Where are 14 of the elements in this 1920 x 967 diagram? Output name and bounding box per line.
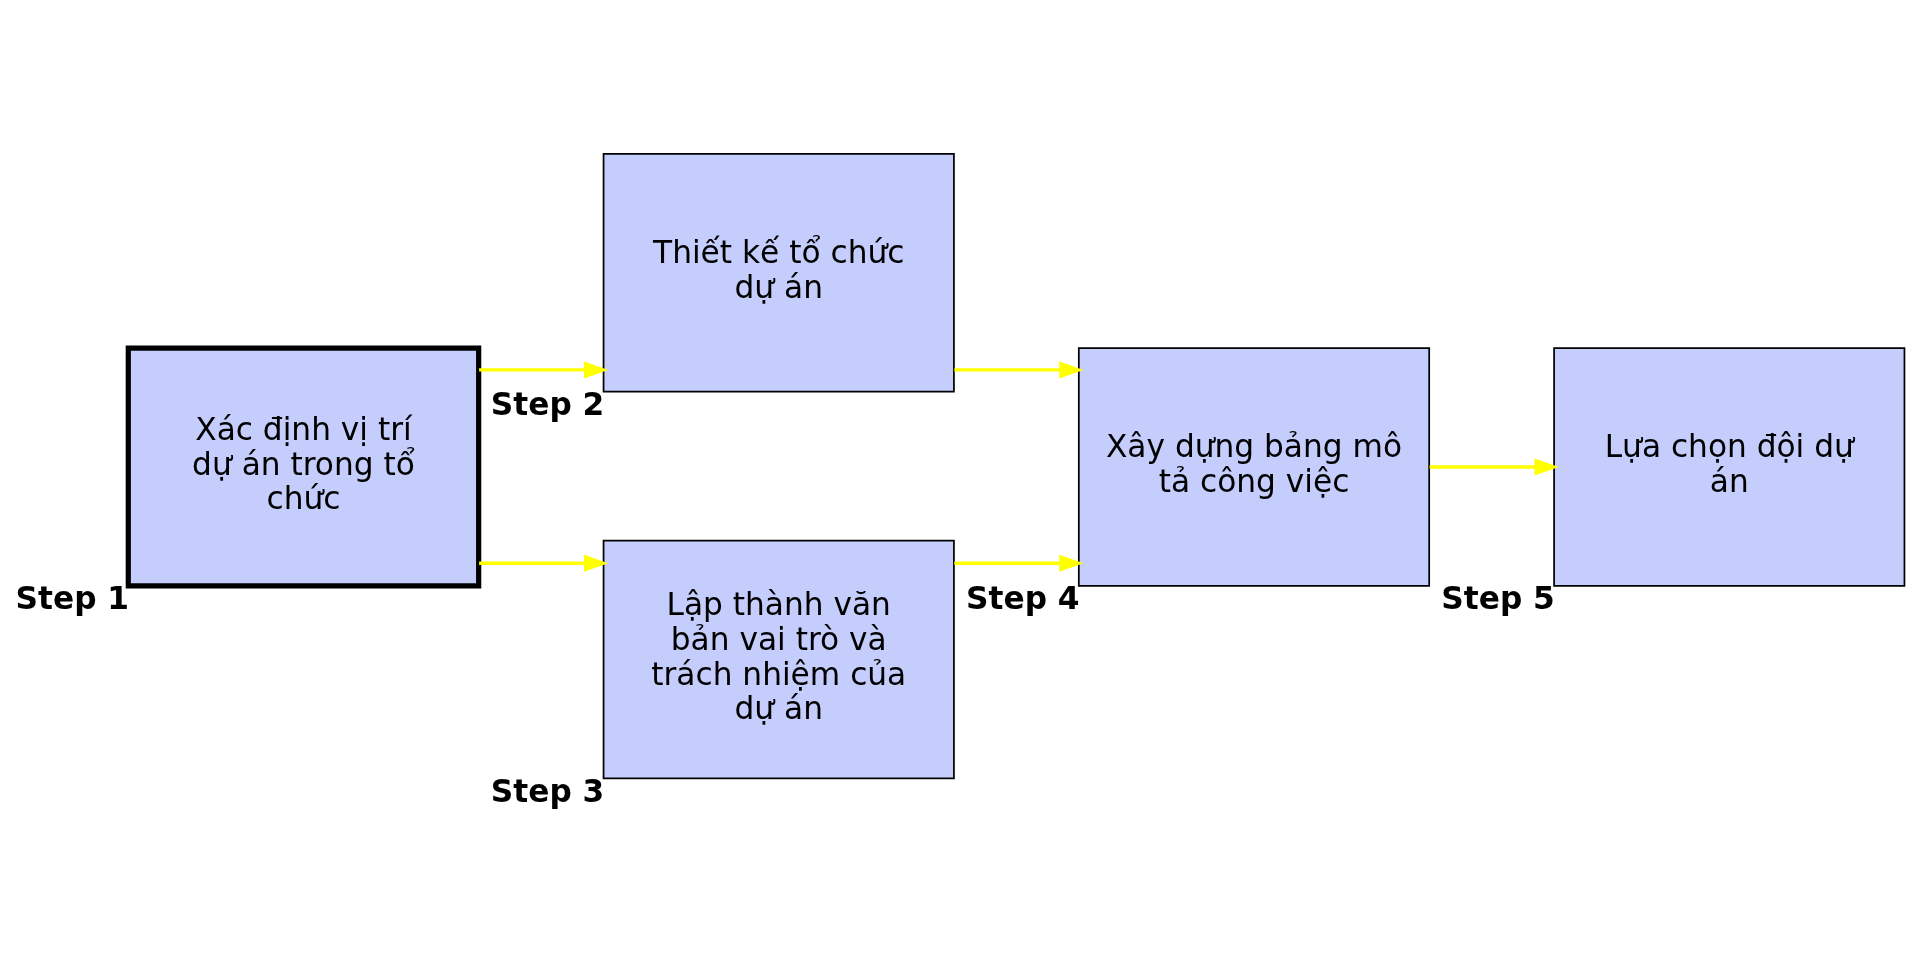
node-label: Step 4	[966, 580, 1080, 617]
node-box: Lựa chọn đội dự án	[1553, 347, 1906, 587]
node-label: Step 3	[490, 772, 605, 809]
node-label: Step 5	[1441, 580, 1555, 617]
arrow	[479, 554, 609, 572]
node-box: Thiết kế tổ chức dự án	[602, 153, 955, 393]
arrow	[954, 554, 1084, 572]
node-box: Xác định vị trí dự án trong tổ chức	[125, 345, 482, 589]
node-box: Lập thành văn bản vai trò và trách nhiệm của dự án	[602, 539, 955, 780]
node-box: Xây dựng bảng mô tả công việc	[1077, 347, 1431, 587]
node-label: Step 2	[490, 385, 605, 422]
arrow	[954, 361, 1084, 379]
arrow	[479, 361, 609, 379]
arrow	[1429, 458, 1559, 476]
